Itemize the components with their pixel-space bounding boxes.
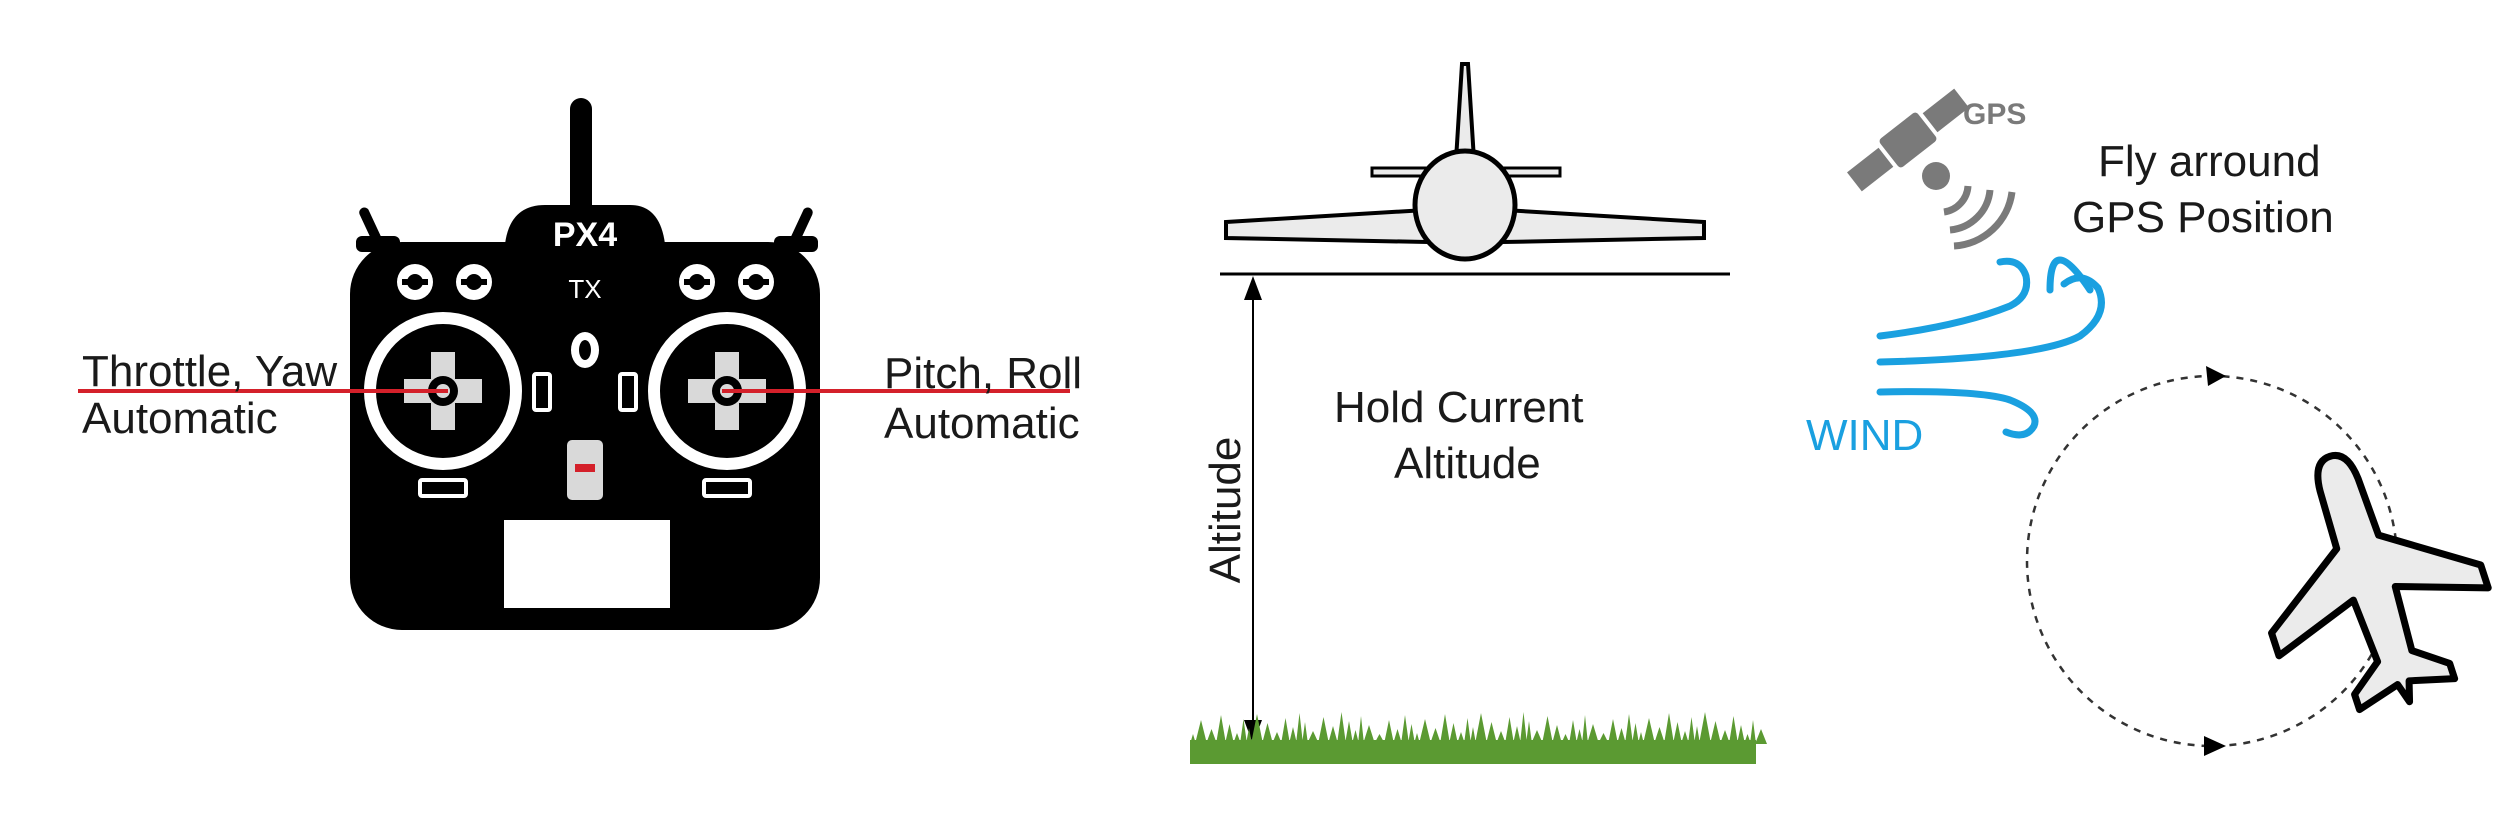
top-handle	[505, 205, 665, 244]
model-label: TX	[568, 274, 601, 304]
antenna	[570, 98, 592, 218]
aircraft-top-view	[2268, 451, 2492, 714]
transmitter-body	[350, 242, 820, 630]
trim-slot-right	[618, 372, 638, 412]
right-stick-label-line1: Pitch, Roll	[884, 349, 1083, 398]
brand-logo: PX4	[553, 216, 617, 254]
trim-slot-bottom-right	[702, 478, 752, 498]
right-stick-label-line2: Automatic	[884, 399, 1080, 448]
trim-slot-bottom-left	[418, 478, 468, 498]
mode-switch	[567, 440, 603, 500]
trim-slot-left	[532, 372, 552, 412]
orbit-arrow-top	[2206, 366, 2226, 386]
altitude-caption-line1: Hold Current	[1334, 383, 1584, 432]
trim-knob-left-1	[397, 264, 433, 300]
wind-label: WIND	[1806, 411, 1923, 460]
left-stick-label-line2: Automatic	[82, 394, 278, 443]
altitude-panel: Altitude	[1190, 62, 1767, 764]
altitude-axis-label: Altitude	[1201, 437, 1250, 584]
transmitter-screen	[504, 520, 670, 608]
gps-label: GPS	[1963, 98, 2026, 131]
altitude-arrow-head-top	[1244, 276, 1262, 300]
aircraft-front-view	[1224, 62, 1706, 262]
left-stick-label-line1: Throttle, Yaw	[82, 347, 338, 396]
wind-icon	[1876, 256, 2105, 439]
orbit-caption-line2: GPS Position	[2072, 193, 2334, 242]
trim-knob-right-1	[679, 264, 715, 300]
grass-ground	[1190, 712, 1767, 764]
altitude-caption-line2: Altitude	[1394, 439, 1541, 488]
rc-transmitter: PX4 TX	[350, 98, 820, 630]
trim-knob-left-2	[456, 264, 492, 300]
trim-knob-right-2	[738, 264, 774, 300]
orbit-caption-line1: Fly arround	[2098, 137, 2321, 186]
center-dial	[571, 332, 599, 368]
orbit-arrow-bottom	[2204, 736, 2226, 756]
gps-satellite-icon	[1847, 88, 2016, 250]
orbit-panel: GPS WIND	[1806, 88, 2492, 756]
